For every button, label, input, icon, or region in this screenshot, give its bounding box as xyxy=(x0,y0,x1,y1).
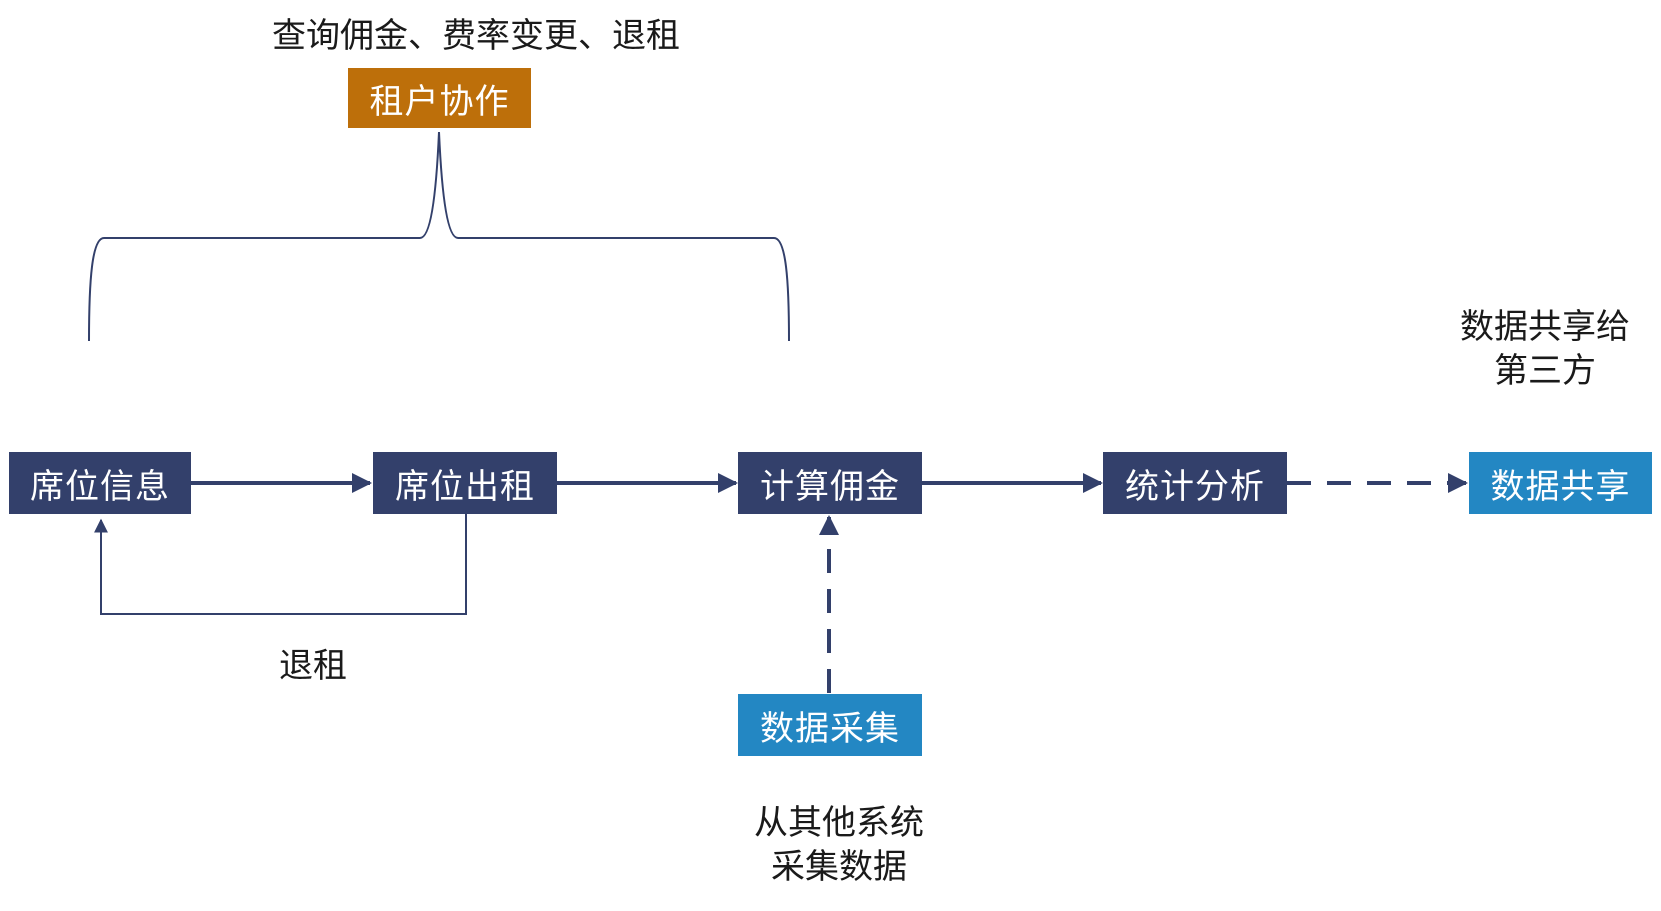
return-loop-label: 退租 xyxy=(279,646,347,686)
collect-note-line2: 采集数据 xyxy=(771,847,907,887)
collect-note-line1: 从其他系统 xyxy=(754,803,924,843)
share-note-line2: 第三方 xyxy=(1494,351,1596,391)
collect-note: 从其他系统 采集数据 xyxy=(724,801,954,889)
share-note: 数据共享给 第三方 xyxy=(1440,305,1650,393)
node-data-share[interactable]: 数据共享 xyxy=(1469,452,1652,514)
collab-annotation: 查询佣金、费率变更、退租 xyxy=(272,16,680,56)
collab-brace xyxy=(88,131,790,342)
node-data-collect[interactable]: 数据采集 xyxy=(738,694,922,756)
node-calc-commission[interactable]: 计算佣金 xyxy=(738,452,922,514)
share-note-line1: 数据共享给 xyxy=(1460,307,1630,347)
return-loop-line xyxy=(94,514,467,615)
node-tenant-collab[interactable]: 租户协作 xyxy=(348,68,531,128)
node-statistics[interactable]: 统计分析 xyxy=(1103,452,1287,514)
node-seat-info[interactable]: 席位信息 xyxy=(9,452,191,514)
node-seat-rental[interactable]: 席位出租 xyxy=(373,452,557,514)
